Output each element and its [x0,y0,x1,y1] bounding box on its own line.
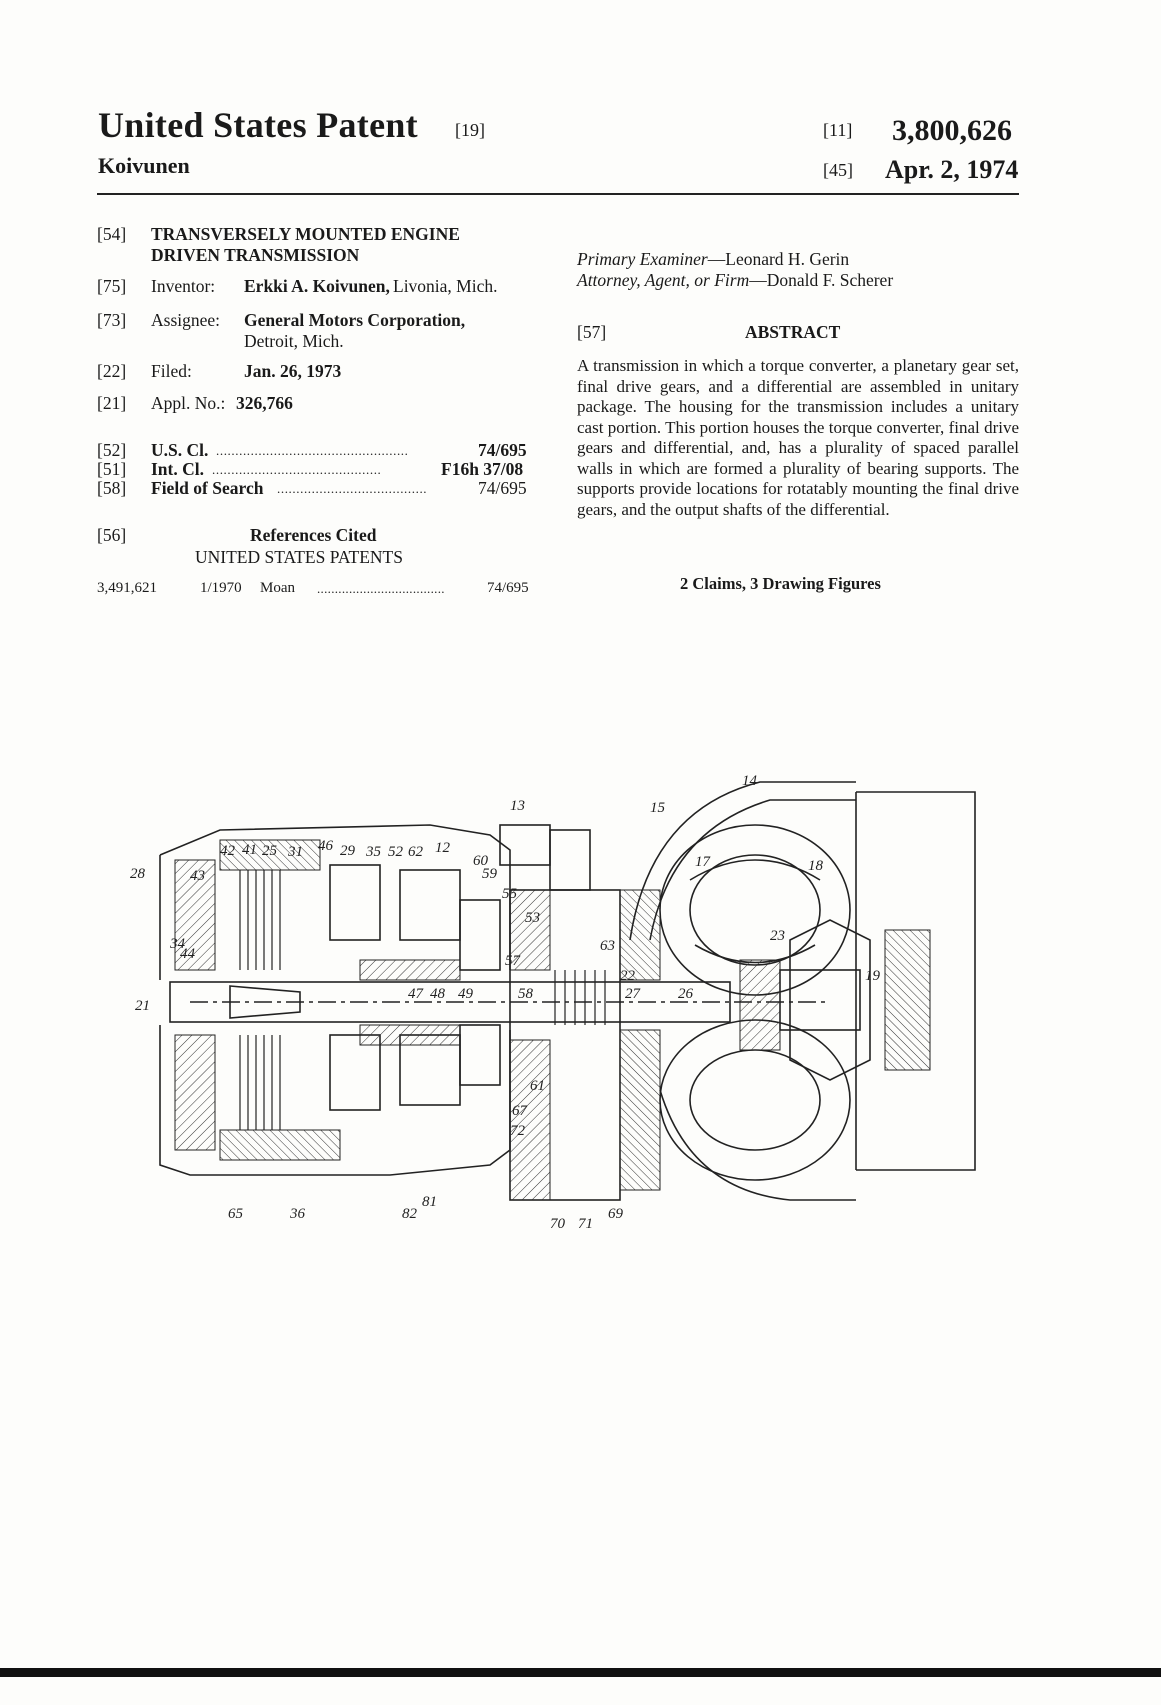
svg-text:14: 14 [742,773,758,789]
svg-text:69: 69 [608,1206,624,1222]
svg-text:19: 19 [865,968,881,984]
svg-text:57: 57 [505,953,522,969]
patent-drawing-figure: 10 11 14 15 13 17 18 19 23 28 42 41 25 3… [130,770,990,1280]
filed-date: Jan. 26, 1973 [244,361,341,382]
svg-text:65: 65 [228,1206,244,1222]
svg-text:27: 27 [625,986,642,1002]
svg-text:48: 48 [430,986,446,1002]
svg-text:34: 34 [169,936,186,952]
int-cl-value: F16h 37/08 [441,459,523,480]
references-heading: References Cited [250,525,377,546]
assignee-name: General Motors Corporation, [244,310,465,331]
us-cl-value: 74/695 [478,440,527,461]
attorney-line: Attorney, Agent, or Firm—Donald F. Scher… [577,270,893,291]
svg-text:55: 55 [502,886,518,902]
svg-text:81: 81 [422,1194,437,1210]
svg-text:13: 13 [510,798,525,814]
svg-text:58: 58 [518,986,534,1002]
svg-text:62: 62 [408,844,424,860]
svg-text:42: 42 [220,843,236,859]
svg-text:18: 18 [808,858,824,874]
invention-title-line1: TRANSVERSELY MOUNTED ENGINE [151,224,460,245]
inventor-surname: Koivunen [98,153,190,179]
svg-text:49: 49 [458,986,474,1002]
svg-text:31: 31 [287,844,303,860]
svg-text:52: 52 [388,844,404,860]
svg-text:29: 29 [340,843,356,859]
svg-text:25: 25 [262,843,278,859]
appl-number: 326,766 [236,393,293,414]
svg-text:36: 36 [289,1206,306,1222]
invention-title-line2: DRIVEN TRANSMISSION [151,245,359,266]
svg-text:71: 71 [578,1216,593,1232]
references-subheading: UNITED STATES PATENTS [195,547,403,568]
header-rule [97,193,1019,195]
svg-text:23: 23 [770,928,785,944]
svg-text:22: 22 [620,968,636,984]
svg-text:12: 12 [435,840,451,856]
svg-text:47: 47 [408,986,425,1002]
svg-text:35: 35 [365,844,382,860]
patent-number-code: [11] [823,120,852,141]
svg-text:43: 43 [190,868,205,884]
svg-text:21: 21 [135,998,150,1014]
svg-text:61: 61 [530,1078,545,1094]
assignee-place: Detroit, Mich. [244,331,344,352]
abstract-code: [57] [577,322,606,343]
svg-text:46: 46 [318,838,334,854]
date-code: [45] [823,160,853,181]
svg-text:82: 82 [402,1206,418,1222]
svg-text:15: 15 [650,800,666,816]
svg-text:70: 70 [550,1216,566,1232]
svg-text:59: 59 [482,866,498,882]
patent-header-title: United States Patent [98,104,418,146]
abstract-text: A transmission in which a torque convert… [577,356,1019,520]
page-bottom-bar [0,1668,1161,1677]
patent-date: Apr. 2, 1974 [885,155,1018,185]
svg-text:53: 53 [525,910,540,926]
svg-text:28: 28 [130,866,146,882]
patent-number: 3,800,626 [892,114,1012,148]
svg-text:10: 10 [848,770,864,772]
svg-text:17: 17 [695,854,712,870]
examiner-line: Primary Examiner—Leonard H. Gerin [577,249,849,270]
svg-text:67: 67 [512,1103,529,1119]
inventor-name: Erkki A. Koivunen, [244,276,390,297]
svg-text:41: 41 [242,842,257,858]
title-code: [19] [455,120,485,141]
svg-text:72: 72 [510,1123,526,1139]
abstract-heading: ABSTRACT [745,322,840,343]
claims-summary: 2 Claims, 3 Drawing Figures [680,573,881,594]
svg-text:63: 63 [600,938,615,954]
search-value: 74/695 [478,478,527,499]
svg-text:26: 26 [678,986,694,1002]
inventor-place: Livonia, Mich. [393,276,498,297]
